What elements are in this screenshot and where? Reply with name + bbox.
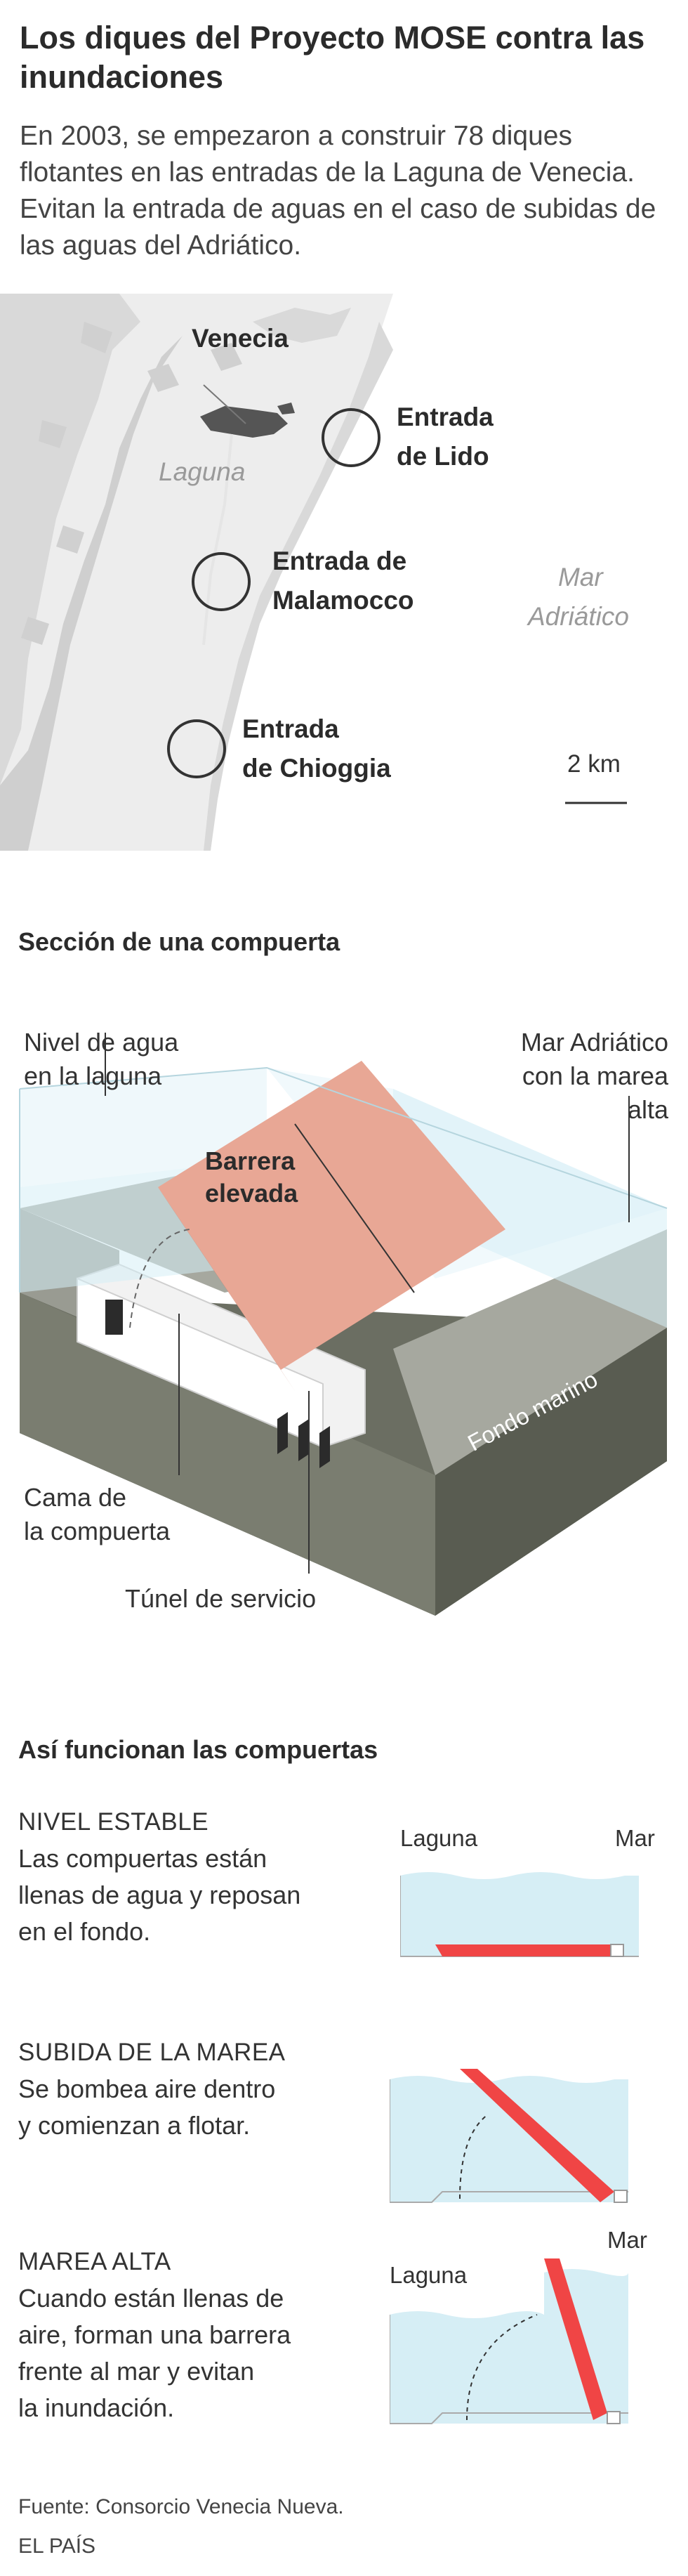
water-level-label-2: en la laguna bbox=[24, 1061, 162, 1090]
step-1-body-3: en el fondo. bbox=[18, 1917, 151, 1946]
lido-label-1: Entrada bbox=[397, 403, 494, 431]
section-title: Sección de una compuerta bbox=[18, 927, 340, 956]
step-2-body-2: y comienzan a flotar. bbox=[18, 2111, 251, 2140]
service-tunnel-label: Túnel de servicio bbox=[125, 1584, 317, 1613]
how-title: Así funcionan las compuertas bbox=[18, 1735, 378, 1764]
chioggia-label-2: de Chioggia bbox=[242, 754, 391, 783]
step-3-diagram bbox=[390, 2258, 628, 2424]
page-title: Los diques del Proyecto MOSE contra las … bbox=[20, 20, 645, 95]
gate-bed-label-1: Cama de bbox=[24, 1483, 127, 1512]
lido-label-2: de Lido bbox=[397, 442, 489, 471]
step-3-body-4: la inundación. bbox=[18, 2393, 175, 2422]
water-level-label-1: Nivel de agua bbox=[24, 1028, 179, 1057]
step-1-body-2: llenas de agua y reposan bbox=[18, 1881, 301, 1909]
venice-label: Venecia bbox=[192, 324, 289, 353]
sea-tide-label-1: Mar Adriático bbox=[520, 1028, 668, 1057]
intro-text: En 2003, se empezaron a construir 78 diq… bbox=[20, 121, 656, 261]
step-1-body-1: Las compuertas están bbox=[18, 1844, 267, 1873]
barrier-label-2: elevada bbox=[205, 1179, 298, 1208]
lido-marker bbox=[322, 408, 381, 467]
map-land bbox=[0, 294, 688, 851]
chioggia-label-1: Entrada bbox=[242, 714, 339, 743]
step-3-body-1: Cuando están llenas de bbox=[18, 2284, 284, 2313]
malamocco-label-2: Malamocco bbox=[272, 586, 414, 615]
step-3-left-label: Laguna bbox=[390, 2262, 468, 2288]
step-2-body-1: Se bombea aire dentro bbox=[18, 2074, 276, 2103]
source-text: Fuente: Consorcio Venecia Nueva. bbox=[18, 2495, 344, 2518]
step-3-title: MAREA ALTA bbox=[18, 2248, 171, 2275]
lagoon-label: Laguna bbox=[159, 457, 246, 486]
step-1-right-label: Mar bbox=[615, 1825, 655, 1851]
scale-label: 2 km bbox=[567, 750, 621, 778]
gate-cross-section bbox=[19, 1033, 668, 1616]
publisher-text: EL PAÍS bbox=[18, 2535, 96, 2558]
sea-tide-label-3: alta bbox=[627, 1095, 668, 1124]
step-3-right-label: Mar bbox=[607, 2227, 647, 2253]
sea-label-1: Mar bbox=[558, 563, 603, 591]
step-1-left-label: Laguna bbox=[400, 1825, 478, 1851]
malamocco-label-1: Entrada de bbox=[272, 547, 407, 575]
chioggia-marker bbox=[167, 719, 226, 778]
step-2-diagram bbox=[390, 2069, 628, 2203]
step-1-title: NIVEL ESTABLE bbox=[18, 1808, 209, 1836]
step-3-body-2: aire, forman una barrera bbox=[18, 2320, 291, 2349]
barrier-label-1: Barrera bbox=[205, 1146, 296, 1175]
step-1-diagram bbox=[400, 1872, 639, 1957]
gate-bed-label-2: la compuerta bbox=[24, 1517, 171, 1545]
map: Venecia Laguna Entrada de Lido Entrada d… bbox=[0, 294, 688, 851]
sea-label-2: Adriático bbox=[528, 602, 629, 631]
malamocco-marker bbox=[192, 552, 251, 611]
step-2-title: SUBIDA DE LA MAREA bbox=[18, 2039, 286, 2066]
sea-tide-label-2: con la marea bbox=[522, 1061, 668, 1090]
step-3-body-3: frente al mar y evitan bbox=[18, 2357, 255, 2386]
